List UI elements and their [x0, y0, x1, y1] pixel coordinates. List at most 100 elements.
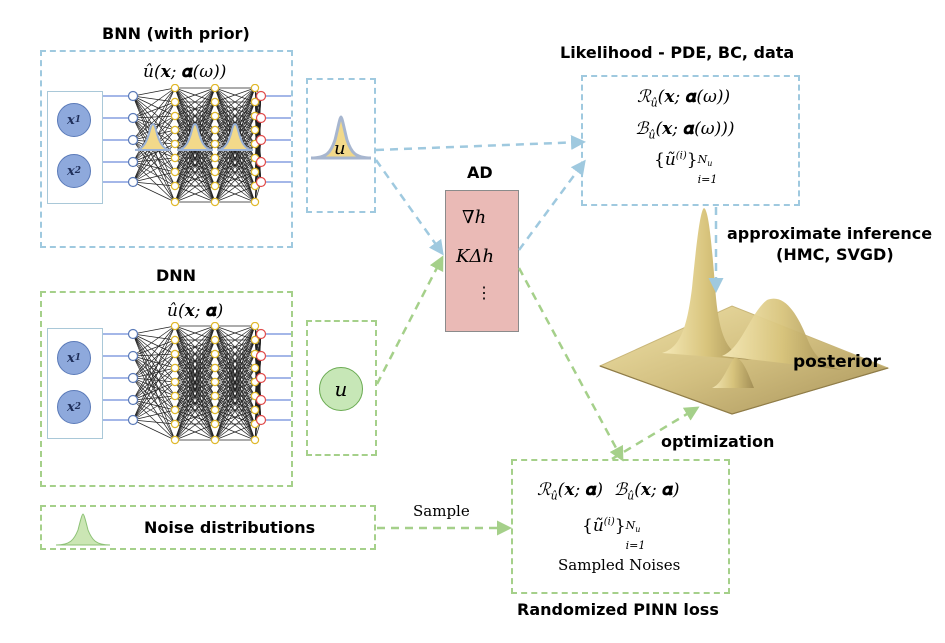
dnn-edge: [174, 325, 216, 411]
bnn-edge: [132, 143, 176, 163]
dnn-input-node: [127, 328, 139, 340]
randomized-residuals: ℛû(x; 𝜶) ℬû(x; 𝜶): [537, 480, 680, 503]
likelihood-title: Likelihood - PDE, BC, data: [560, 43, 795, 62]
bnn-edge: [214, 129, 256, 187]
bnn-edge: [174, 87, 216, 145]
dnn-edge: [174, 395, 216, 425]
ad-title: AD: [467, 163, 493, 182]
posterior-label: posterior: [793, 352, 881, 372]
dnn-edge: [174, 367, 216, 425]
dnn-hidden-node: [210, 435, 220, 445]
dnn-hidden-node: [250, 435, 260, 445]
bnn-edge: [132, 129, 176, 183]
bnn-hidden-node: [250, 167, 260, 177]
dnn-edge: [214, 395, 256, 441]
dnn-network-label: û(x; 𝜶): [167, 301, 224, 321]
dnn-edge: [132, 353, 176, 401]
bnn-hidden-node: [210, 97, 220, 107]
ad-laplace: KΔh: [456, 246, 495, 267]
bnn-hidden-node: [210, 167, 220, 177]
dnn-edge: [214, 325, 256, 397]
noise-box: [40, 505, 376, 550]
arrow-ad-to-likelihood: [517, 159, 586, 251]
randomized-title: Randomized PINN loss: [517, 600, 719, 619]
dnn-edge: [174, 325, 216, 341]
bnn-prior-bell: [216, 123, 254, 151]
noise-gaussian-icon: [55, 513, 111, 546]
bnn-edge: [214, 143, 256, 203]
bnn-hidden-node: [250, 97, 260, 107]
dnn-hidden-node: [210, 377, 220, 387]
dnn-edge: [132, 339, 176, 401]
bnn-edge: [214, 171, 256, 203]
dnn-edge: [214, 353, 256, 425]
dnn-edge: [132, 355, 176, 369]
dnn-edge: [132, 409, 176, 421]
dnn-output-box: [306, 320, 377, 456]
dnn-edge: [132, 419, 176, 425]
dnn-hidden-node: [170, 322, 180, 331]
dnn-edge: [132, 325, 176, 401]
dnn-edge: [214, 381, 256, 441]
dnn-hidden-node: [210, 363, 220, 373]
dnn-edge: [214, 367, 256, 441]
dnn-edge: [132, 367, 176, 401]
dnn-output-node: [255, 350, 267, 362]
dnn-edge: [132, 399, 176, 411]
bnn-edge: [214, 87, 256, 145]
dnn-edge: [132, 325, 176, 379]
dnn-input-node: [127, 372, 139, 384]
dnn-edge: [132, 325, 176, 357]
arrow-ad-to-randomized: [517, 267, 624, 462]
bnn-output-box: [306, 78, 376, 213]
dnn-hidden-node: [210, 419, 220, 429]
dnn-input-node: [127, 394, 139, 406]
dnn-edge: [174, 353, 216, 425]
dnn-output-node: [255, 394, 267, 406]
dnn-hidden-node: [170, 349, 180, 359]
posterior-surface: [598, 208, 890, 415]
bnn-edge: [214, 101, 256, 203]
bnn-hidden-node: [170, 111, 180, 121]
dnn-hidden-node: [170, 391, 180, 401]
bnn-hidden-node: [210, 153, 220, 163]
arrow-dnn-to-ad: [375, 255, 444, 385]
bnn-edge: [174, 115, 216, 203]
bnn-edge: [132, 87, 176, 97]
dnn-hidden-node: [210, 405, 220, 415]
bnn-edge: [132, 87, 176, 141]
bnn-edge: [174, 101, 216, 203]
bnn-output-node: [255, 134, 267, 146]
bnn-hidden-node: [170, 153, 180, 163]
likelihood-bc: ℬû(x; 𝜶(ω))): [635, 119, 735, 142]
dnn-edge: [132, 355, 176, 397]
bnn-edge: [132, 101, 176, 119]
inference-label-2: (HMC, SVGD): [776, 245, 894, 264]
dnn-edge: [214, 325, 256, 369]
bnn-hidden-node: [210, 197, 220, 207]
bnn-prior-bell: [134, 123, 172, 151]
sample-label: Sample: [413, 502, 470, 520]
dnn-box: [40, 291, 293, 487]
bnn-input-node: [127, 156, 139, 168]
dnn-edge: [214, 339, 256, 441]
dnn-edge: [132, 395, 176, 401]
dnn-output-node: [255, 328, 267, 340]
dnn-edge: [174, 325, 216, 397]
dnn-edge: [174, 381, 216, 441]
dnn-edge: [214, 325, 256, 341]
dnn-edge: [174, 367, 216, 441]
dnn-hidden-node: [170, 377, 180, 387]
bnn-input-node: [127, 176, 139, 188]
dnn-hidden-node: [170, 435, 180, 445]
dnn-edge: [132, 353, 176, 357]
dnn-hidden-node: [170, 363, 180, 373]
dnn-hidden-node: [250, 405, 260, 415]
bnn-output-u: u: [334, 138, 346, 159]
bnn-hidden-node: [250, 84, 260, 93]
arrow-bnn-to-ad: [374, 159, 444, 256]
